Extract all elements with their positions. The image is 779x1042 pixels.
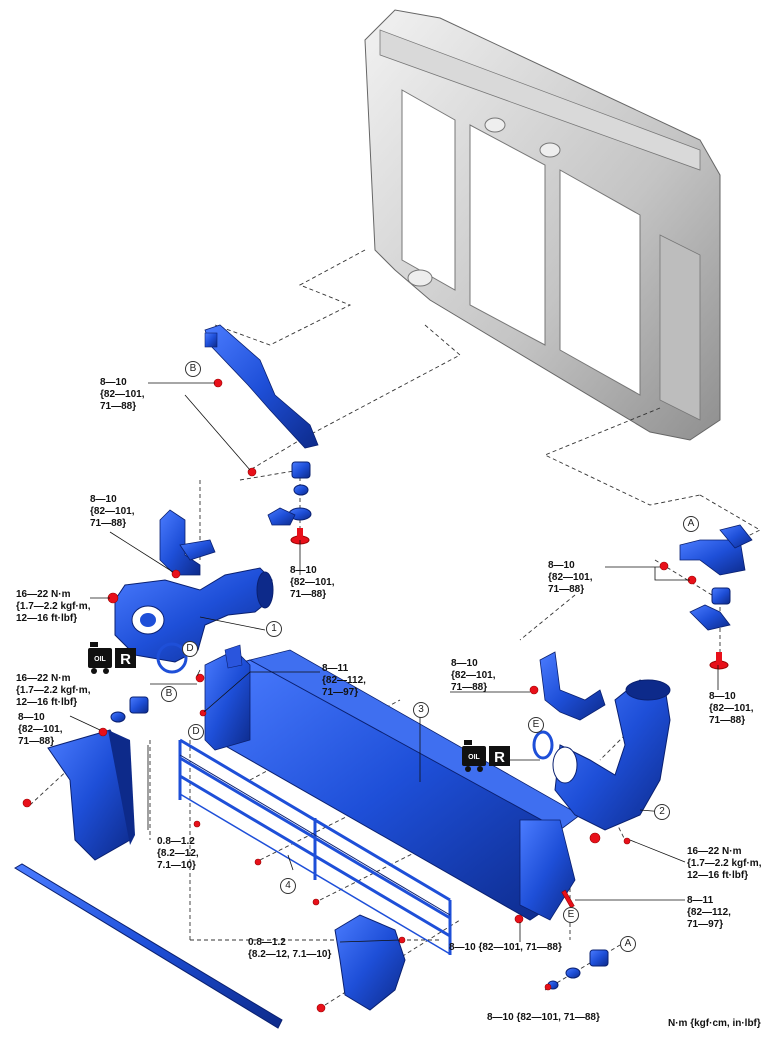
callout-e-lower: E [563,907,579,923]
label-leaders [69,382,719,943]
torque-label-2: 8—10{82—101,71—88} [90,494,135,529]
small-clip [267,507,296,526]
right-hose-bracket [539,651,606,721]
torque-label-13: 8—11{82—112,71—97} [687,895,731,930]
left-air-guide [47,729,135,861]
o-ring-e-right [532,730,554,760]
callout-b-lower: B [161,686,177,702]
torque-label-5: 16—22 N·m{1.7—2.2 kgf·m,12—16 ft·lbf} [16,673,91,708]
part-number-4: 4 [280,878,296,894]
oil-can-icon: OIL R [88,642,136,674]
torque-label-8: 0.8—1.2{8.2—12,7.1—10} [157,836,199,871]
callout-d-upper: D [182,641,198,657]
oil-text: OIL [94,656,106,663]
torque-label-6: 8—11{82—112,71—97} [322,663,366,698]
right-upper-bracket [679,524,753,631]
oil-letter: R [120,651,131,668]
oil-badge-right: OIL R [462,738,512,777]
oil-letter: R [494,749,505,766]
o-ring-d-left [156,642,188,674]
torque-label-4: 16—22 N·m{1.7—2.2 kgf·m,12—16 ft·lbf} [16,589,91,624]
torque-label-3: 8—10{82—101,71—88} [290,565,335,600]
torque-label-12: 16—22 N·m{1.7—2.2 kgf·m,12—16 ft·lbf} [687,846,762,881]
torque-label-1: 8—10{82—101,71—88} [100,377,145,412]
part-number-1: 1 [266,621,282,637]
left-hose-bracket [159,509,216,576]
grille-4 [178,738,452,955]
torque-label-9: 8—10{82—101,71—88} [548,560,593,595]
bushing-stack-lower [547,949,609,990]
oil-can-icon: OIL R [462,740,510,772]
callout-a-upper: A [683,516,699,532]
part-number-3: 3 [413,702,429,718]
torque-label-11: 8—10{82—101,71—88} [709,691,754,726]
bushing-stack-upper [288,461,312,545]
part-number-2: 2 [654,804,670,820]
lower-air-guide [334,914,406,1011]
unit-note: N·m {kgf·cm, in·lbf} [668,1018,761,1029]
bolts [22,378,697,1013]
bottom-long-bar [14,863,283,1029]
oil-badge-left: OIL R [88,640,138,679]
bushing-stack-right [709,587,731,670]
bushing-stack-left [110,696,149,723]
air-hose-1 [114,567,274,663]
torque-label-10: 8—10{82—101,71—88} [451,658,496,693]
torque-label-15: 0.8—1.2{8.2—12, 7.1—10} [248,937,332,960]
upper-bracket [204,324,319,449]
torque-label-16: 8—10 {82—101, 71—88} [487,1012,600,1023]
callout-d-lower: D [188,724,204,740]
oil-text: OIL [468,754,480,761]
intercooler-3 [204,644,581,921]
torque-label-14: 8—10 {82—101, 71—88} [449,942,562,953]
torque-label-7: 8—10{82—101,71—88} [18,712,63,747]
callout-e-upper: E [528,717,544,733]
air-hose-2 [552,679,671,831]
radiator-support-frame [364,9,721,441]
callout-b-upper: B [185,361,201,377]
callout-a-lower: A [620,936,636,952]
